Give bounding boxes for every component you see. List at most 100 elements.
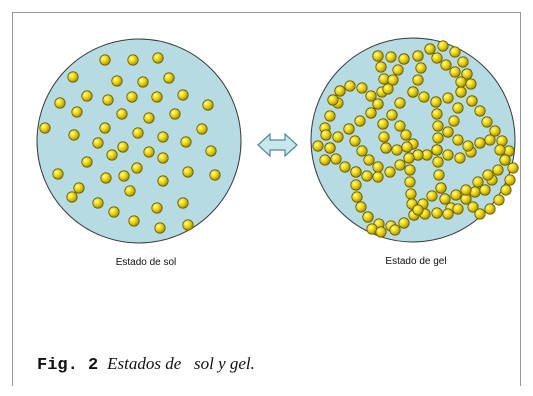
sol-particle bbox=[157, 175, 169, 187]
sol-particles bbox=[39, 52, 221, 234]
gel-particle bbox=[380, 142, 392, 154]
gel-particle bbox=[365, 107, 377, 119]
gel-particle bbox=[442, 92, 454, 104]
gel-particle bbox=[327, 94, 339, 106]
gel-particle bbox=[431, 207, 443, 219]
sol-particle bbox=[182, 219, 194, 231]
gel-particle bbox=[452, 203, 464, 215]
sol-particle bbox=[81, 156, 93, 168]
gel-particle bbox=[407, 86, 419, 98]
sol-particle bbox=[132, 127, 144, 139]
gel-particle bbox=[452, 102, 464, 114]
gel-particle bbox=[449, 66, 461, 78]
gel-particle bbox=[362, 211, 374, 223]
gel-particle bbox=[372, 98, 384, 110]
gel-particle bbox=[440, 59, 452, 71]
gel-particle bbox=[363, 154, 375, 166]
sol-particle bbox=[196, 123, 208, 135]
gel-particle bbox=[484, 134, 496, 146]
gel-particle bbox=[452, 134, 464, 146]
sol-particle bbox=[116, 108, 128, 120]
gel-state-label: Estado de gel bbox=[385, 256, 447, 267]
gel-particle bbox=[365, 90, 377, 102]
sol-particle bbox=[67, 71, 79, 83]
gel-particle bbox=[462, 140, 474, 152]
sol-particle bbox=[169, 108, 181, 120]
sol-particle bbox=[111, 75, 123, 87]
gel-particle bbox=[482, 169, 494, 181]
gel-particle bbox=[349, 135, 361, 147]
gel-particle bbox=[472, 176, 484, 188]
gel-particle bbox=[350, 166, 362, 178]
gel-particle bbox=[455, 86, 467, 98]
gel-particle bbox=[430, 96, 442, 108]
gel-particle bbox=[493, 194, 505, 206]
gel-particle bbox=[320, 129, 332, 141]
sol-state-circle bbox=[36, 38, 242, 244]
sol-particle bbox=[157, 152, 169, 164]
double-headed-arrow-icon bbox=[257, 132, 298, 158]
sol-particle bbox=[143, 146, 155, 158]
sol-particle bbox=[177, 197, 189, 209]
gel-particle bbox=[439, 193, 451, 205]
gel-particle bbox=[431, 52, 443, 64]
gel-particle bbox=[356, 82, 368, 94]
gel-particle bbox=[372, 50, 384, 62]
sol-particle bbox=[157, 131, 169, 143]
gel-particle bbox=[403, 152, 415, 164]
sol-particle bbox=[54, 97, 66, 109]
sol-state-label: Estado de sol bbox=[115, 257, 177, 268]
gel-particle bbox=[351, 191, 363, 203]
gel-particle bbox=[494, 144, 506, 156]
gel-particle bbox=[474, 208, 486, 220]
sol-particle bbox=[102, 94, 114, 106]
gel-particle bbox=[356, 145, 368, 157]
sol-particle bbox=[182, 166, 194, 178]
gel-particles bbox=[312, 40, 519, 238]
gel-particle bbox=[344, 80, 356, 92]
gel-particle bbox=[401, 141, 413, 153]
sol-particle bbox=[151, 202, 163, 214]
gel-particle bbox=[442, 126, 454, 138]
sol-particle bbox=[73, 182, 85, 194]
gel-particle bbox=[454, 152, 466, 164]
gel-particle bbox=[418, 91, 430, 103]
gel-particle bbox=[392, 64, 404, 76]
gel-particle bbox=[405, 188, 417, 200]
gel-particle bbox=[350, 179, 362, 191]
sol-particle bbox=[108, 206, 120, 218]
gel-particle bbox=[461, 68, 473, 80]
gel-particle bbox=[431, 108, 443, 120]
gel-particle bbox=[507, 162, 519, 174]
gel-particle bbox=[334, 85, 346, 97]
gel-particle bbox=[382, 83, 394, 95]
gel-particle bbox=[398, 53, 410, 65]
gel-particle bbox=[426, 190, 438, 202]
gel-particle bbox=[330, 153, 342, 165]
gel-particle bbox=[384, 166, 396, 178]
gel-particle bbox=[442, 149, 454, 161]
gel-particle bbox=[378, 131, 390, 143]
caption-text: Estados de sol y gel. bbox=[107, 354, 255, 373]
gel-particle bbox=[324, 142, 336, 154]
gel-particle bbox=[442, 208, 454, 220]
gel-particle bbox=[432, 132, 444, 144]
gel-particle bbox=[424, 43, 436, 55]
sol-particle bbox=[126, 91, 138, 103]
frame-left-border bbox=[12, 12, 13, 386]
sol-particle bbox=[106, 149, 118, 161]
sol-particle bbox=[92, 137, 104, 149]
gel-particle bbox=[332, 131, 344, 143]
sol-particle bbox=[52, 168, 64, 180]
gel-particle bbox=[394, 97, 406, 109]
gel-particle bbox=[432, 120, 444, 132]
gel-particle bbox=[354, 115, 366, 127]
figure-caption: Fig. 2 Estados de sol y gel. bbox=[37, 354, 255, 375]
gel-particle bbox=[460, 184, 472, 196]
gel-particle bbox=[391, 144, 403, 156]
gel-particle bbox=[343, 123, 355, 135]
gel-particle bbox=[339, 161, 351, 173]
caption-number: Fig. 2 bbox=[37, 356, 99, 375]
gel-particle bbox=[412, 50, 424, 62]
sol-particle bbox=[205, 145, 217, 157]
